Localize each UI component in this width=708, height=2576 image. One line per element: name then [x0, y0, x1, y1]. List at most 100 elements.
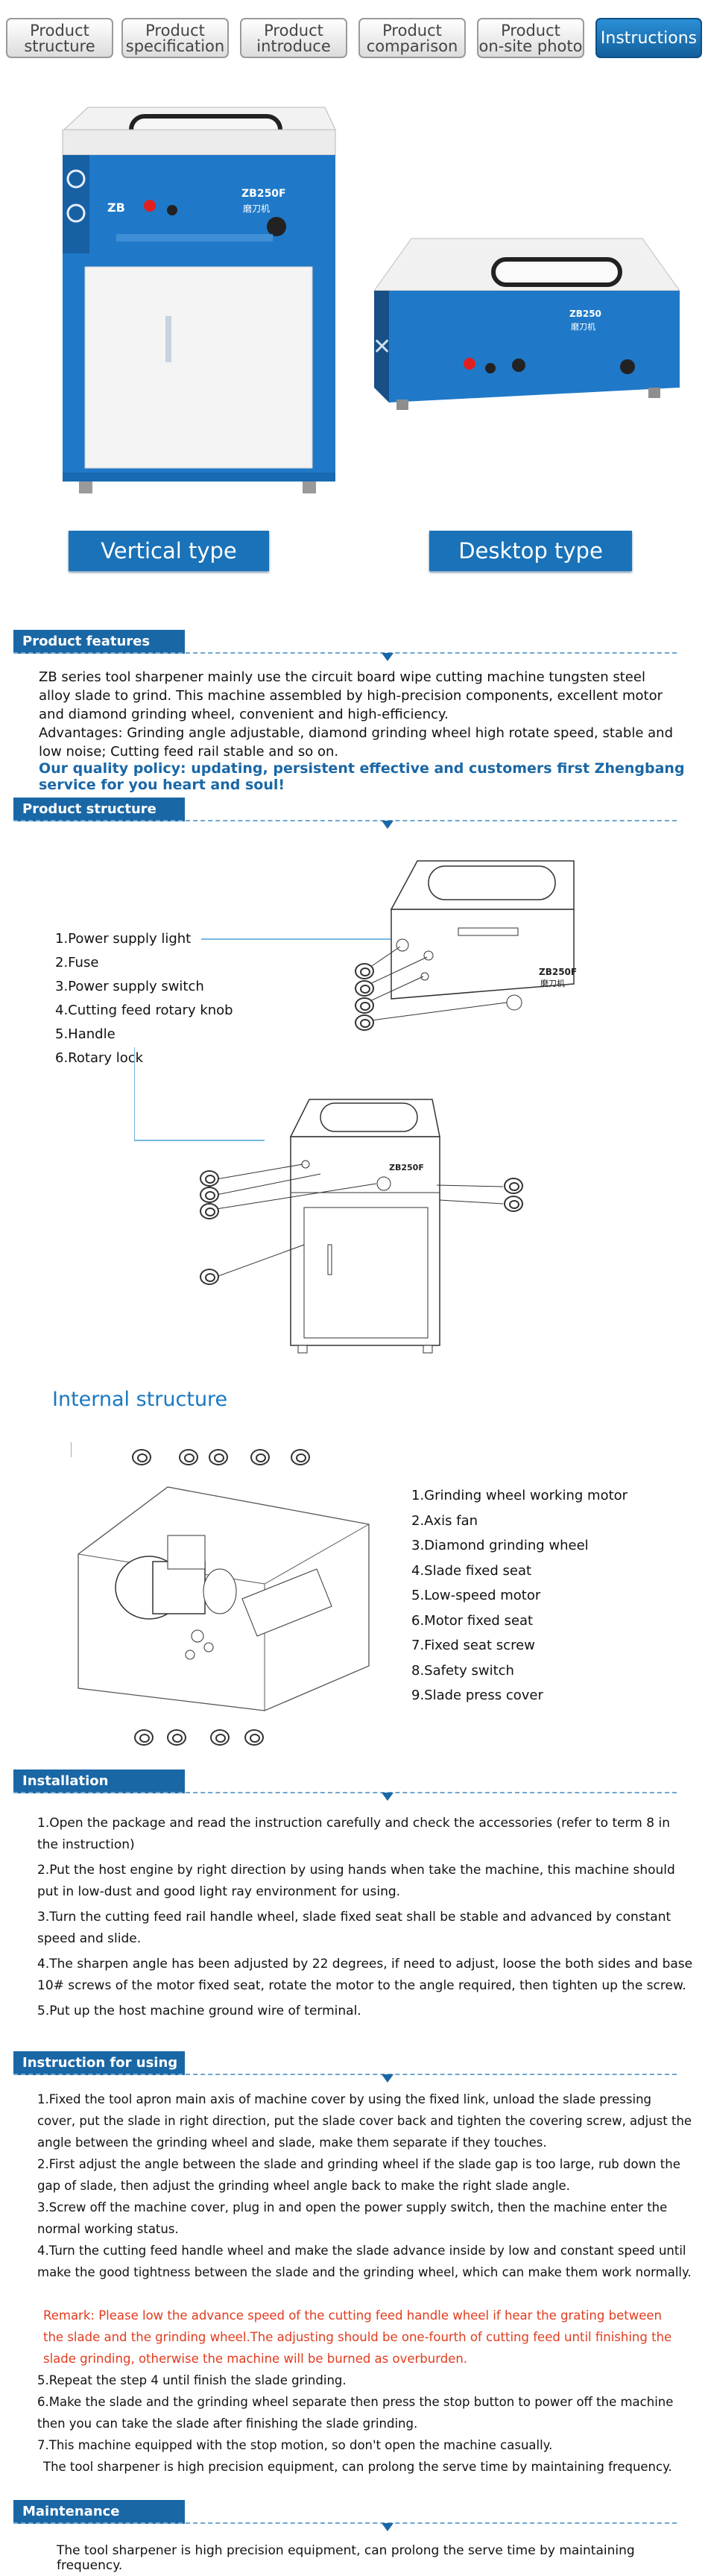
usage-closing: The tool sharpener is high precision equ… — [43, 2460, 672, 2474]
usage-step: 7.This machine equipped with the stop mo… — [37, 2438, 553, 2452]
diagram-chinese-text: 磨刀机 — [540, 978, 565, 988]
tab-label-line1: Product — [382, 22, 442, 40]
desktop-chinese-text: 磨刀机 — [571, 321, 595, 332]
callout-marker — [355, 980, 374, 997]
internal-structure-diagram — [70, 1442, 373, 1748]
list-item: 2.Axis fan — [411, 1512, 478, 1529]
features-paragraph: ZB series tool sharpener mainly use the … — [39, 669, 663, 722]
list-item: 1.Power supply light — [55, 931, 192, 947]
section-title: Instruction for using — [13, 2051, 185, 2075]
down-triangle-icon — [382, 653, 393, 661]
callout-marker — [355, 997, 374, 1014]
usage-step: 4.Turn the cutting feed handle wheel and… — [37, 2244, 692, 2279]
callout-marker — [250, 1449, 270, 1465]
callout-marker — [200, 1187, 219, 1203]
divider — [13, 2074, 677, 2075]
callout-marker — [504, 1196, 523, 1212]
list-item: 9.Slade press cover — [411, 1688, 543, 1703]
tab-product-introduce[interactable]: Product introduce — [240, 18, 347, 58]
svg-text:ZB: ZB — [107, 201, 125, 215]
divider — [13, 1792, 677, 1793]
callout-marker — [355, 963, 374, 979]
section-title: Maintenance — [13, 2500, 185, 2524]
callout-marker — [244, 1729, 264, 1746]
callout-marker — [504, 1178, 523, 1194]
callout-marker — [200, 1170, 219, 1187]
list-item: 1.Grinding wheel working motor — [411, 1488, 628, 1503]
down-triangle-icon — [382, 2074, 393, 2083]
list-item: 6.Motor fixed seat — [411, 1612, 534, 1629]
maintenance-text: The tool sharpener is high precision equ… — [57, 2543, 635, 2573]
callout-marker — [200, 1203, 219, 1219]
vertical-chinese-text: 磨刀机 — [243, 203, 270, 214]
tab-label-line2: specification — [125, 37, 225, 55]
list-item: 5.Handle — [55, 1026, 116, 1042]
desktop-type-label: Desktop type — [429, 531, 632, 571]
down-triangle-icon — [382, 821, 393, 829]
divider — [13, 820, 677, 821]
svg-text:ZB250F: ZB250F — [389, 1163, 424, 1172]
tab-product-on-site-photo[interactable]: Product on-site photo — [477, 18, 584, 58]
tab-bar: Product structure Product specification … — [6, 18, 702, 61]
vertical-line-diagram: ZB250F — [215, 1096, 529, 1379]
tab-label-line2: introduce — [256, 37, 331, 55]
list-item: 4.Slade fixed seat — [411, 1562, 532, 1579]
divider — [13, 652, 677, 654]
list-item: 3.Diamond grinding wheel — [411, 1538, 589, 1553]
install-step: 3.Turn the cutting feed rail handle whee… — [37, 1910, 671, 1946]
section-header-maintenance: Maintenance — [13, 2500, 677, 2531]
usage-step: 3.Screw off the machine cover, plug in a… — [37, 2200, 668, 2236]
tab-label-line2: on-site photo — [478, 37, 583, 55]
desktop-line-diagram: ZB250F 磨刀机 — [133, 857, 671, 1155]
list-item: 3.Power supply switch — [55, 979, 204, 994]
down-triangle-icon — [382, 1793, 393, 1801]
callout-marker — [167, 1729, 186, 1746]
desktop-model-text: ZB250 — [569, 309, 601, 319]
section-title: Installation — [13, 1770, 185, 1793]
vertical-model-text: ZB250F — [241, 188, 286, 200]
vertical-machine-photo: ZB ZB250F 磨刀机 — [27, 78, 370, 510]
usage-step: 6.Make the slade and the grinding wheel … — [37, 2395, 674, 2431]
tab-label-line1: Product — [145, 22, 205, 40]
callout-marker — [291, 1449, 310, 1465]
list-item: 8.Safety switch — [411, 1662, 514, 1679]
tab-label-line2: comparison — [366, 37, 458, 55]
internal-structure-title: Internal structure — [52, 1388, 228, 1411]
callout-marker — [132, 1449, 151, 1465]
usage-step: 5.Repeat the step 4 until finish the sla… — [37, 2373, 347, 2387]
section-header-installation: Installation — [13, 1770, 677, 1801]
section-header-structure: Product structure — [13, 798, 677, 829]
tab-label-line1: Product — [501, 22, 560, 40]
callout-marker — [200, 1269, 219, 1285]
quality-policy: Our quality policy: updating, persistent… — [39, 760, 685, 793]
install-step: 1.Open the package and read the instruct… — [37, 1816, 670, 1852]
callout-marker — [355, 1014, 374, 1031]
list-item: 5.Low-speed motor — [411, 1588, 541, 1603]
tab-label-line2: structure — [24, 37, 95, 55]
desktop-machine-photo: ✕ ZB250 磨刀机 — [367, 224, 680, 507]
callout-marker — [179, 1449, 198, 1465]
structure-parts-list: 1.Power supply light 2.Fuse 3.Power supp… — [55, 927, 279, 1070]
usage-step: 1.Fixed the tool apron main axis of mach… — [37, 2092, 692, 2150]
diagram-model-text: ZB250F — [539, 967, 577, 977]
tab-label-line1: Product — [30, 22, 89, 40]
section-header-usage: Instruction for using — [13, 2051, 677, 2083]
callout-marker — [209, 1449, 228, 1465]
usage-step: 2.First adjust the angle between the sla… — [37, 2157, 680, 2193]
tab-product-specification[interactable]: Product specification — [121, 18, 229, 58]
section-title: Product features — [13, 630, 185, 654]
install-step: 2.Put the host engine by right direction… — [37, 1863, 675, 1899]
tab-product-structure[interactable]: Product structure — [6, 18, 113, 58]
divider — [13, 2522, 677, 2524]
internal-parts-list: 1.Grinding wheel working motor 2.Axis fa… — [411, 1483, 695, 1708]
list-item: 4.Cutting feed rotary knob — [55, 1003, 233, 1018]
callout-marker — [134, 1729, 154, 1746]
tab-label-line1: Product — [264, 22, 323, 40]
usage-remark: Remark: Please low the advance speed of … — [43, 2308, 672, 2366]
tab-product-comparison[interactable]: Product comparison — [358, 18, 466, 58]
tab-instructions[interactable]: Instructions — [595, 18, 702, 58]
list-item: 7.Fixed seat screw — [411, 1638, 535, 1653]
install-step: 5.Put up the host machine ground wire of… — [37, 2004, 361, 2018]
callout-marker — [210, 1729, 230, 1746]
advantages-paragraph: Advantages: Grinding angle adjustable, d… — [39, 725, 674, 760]
